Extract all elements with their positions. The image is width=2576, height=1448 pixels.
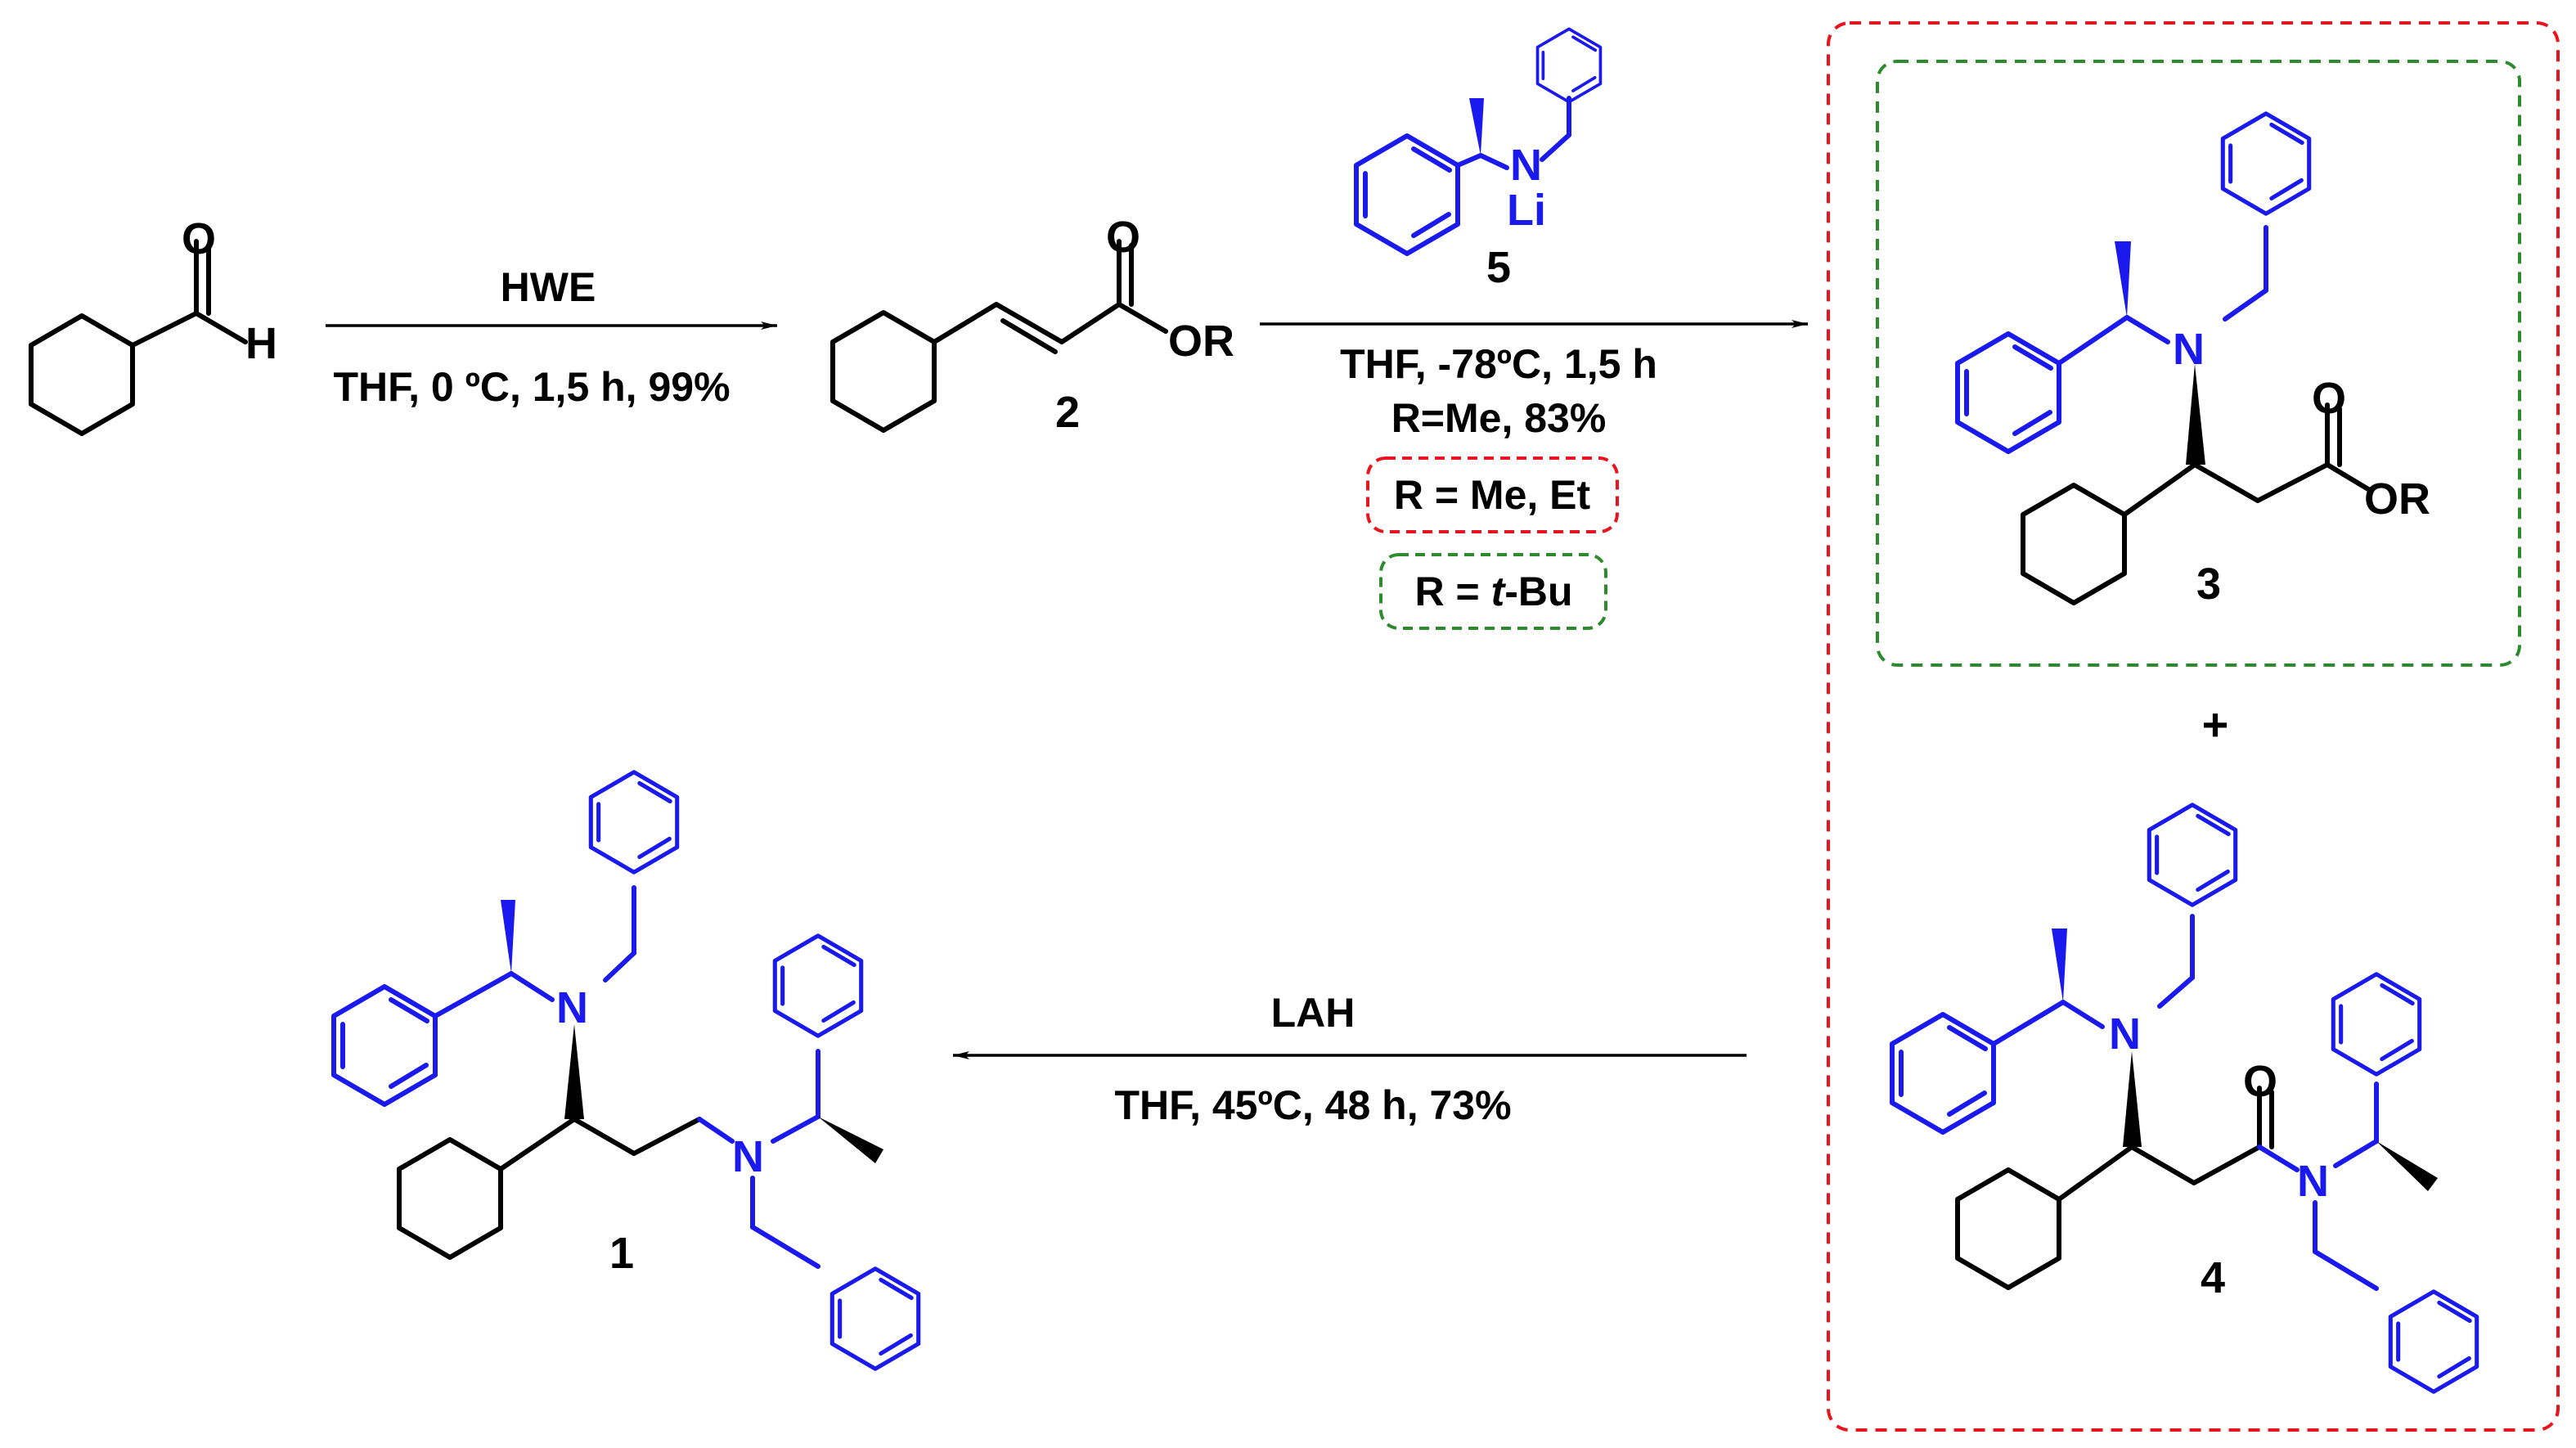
box-green-label: R = t-Bu [1414,569,1572,614]
condition-step1-reagent: HWE [501,264,596,310]
atom-Li-reagent5: Li [1507,186,1546,235]
compound-label-2: 2 [1055,388,1080,437]
atom-O-compound4: O [2243,1057,2277,1106]
condition-step2-line2: R=Me, 83% [1391,395,1607,441]
atom-OR-ester: OR [1168,317,1234,366]
compound-label-1: 1 [609,1229,634,1278]
box-red-products [1827,21,2560,1432]
condition-step1-details: THF, 0 ºC, 1,5 h, 99% [333,364,730,410]
compound-2-structure: O OR [833,213,1234,430]
atom-N-compound4-amide: N [2297,1157,2329,1206]
atom-N-compound3: N [2173,325,2205,374]
atom-O-aldehyde: O [182,214,216,263]
atom-N-compound4-amine: N [2109,1010,2141,1059]
atom-N-reagent5: N [1510,141,1542,190]
compound-1-structure: N N [334,772,919,1369]
box-green-product-3 [1876,60,2521,667]
box-red-r-group [1366,456,1619,533]
atom-N-compound1-upper: N [556,983,588,1032]
box-green-r-group [1379,553,1607,630]
compound-label-3: 3 [2196,560,2221,609]
condition-step3-details: THF, 45ºC, 48 h, 73% [1114,1082,1511,1128]
compound-label-5: 5 [1486,243,1511,292]
cyclohexanecarbaldehyde: O H [31,214,277,434]
compound-5-structure: N Li [1356,27,1603,254]
condition-step2-line1: THF, -78ºC, 1,5 h [1340,341,1657,387]
box-red-label: R = Me, Et [1394,472,1591,518]
plus-sign: + [2202,699,2229,750]
atom-OR-compound3: OR [2364,474,2430,524]
atom-N-compound1-lower: N [732,1132,764,1181]
atom-O-compound3: O [2312,374,2346,423]
atom-O-ester: O [1106,213,1140,262]
compound-4-structure: N O N [1892,805,2477,1392]
compound-3-structure: N O OR [1958,114,2430,603]
condition-step3-reagent: LAH [1271,990,1355,1036]
atom-H-aldehyde: H [245,319,277,368]
compound-label-4: 4 [2201,1253,2225,1302]
